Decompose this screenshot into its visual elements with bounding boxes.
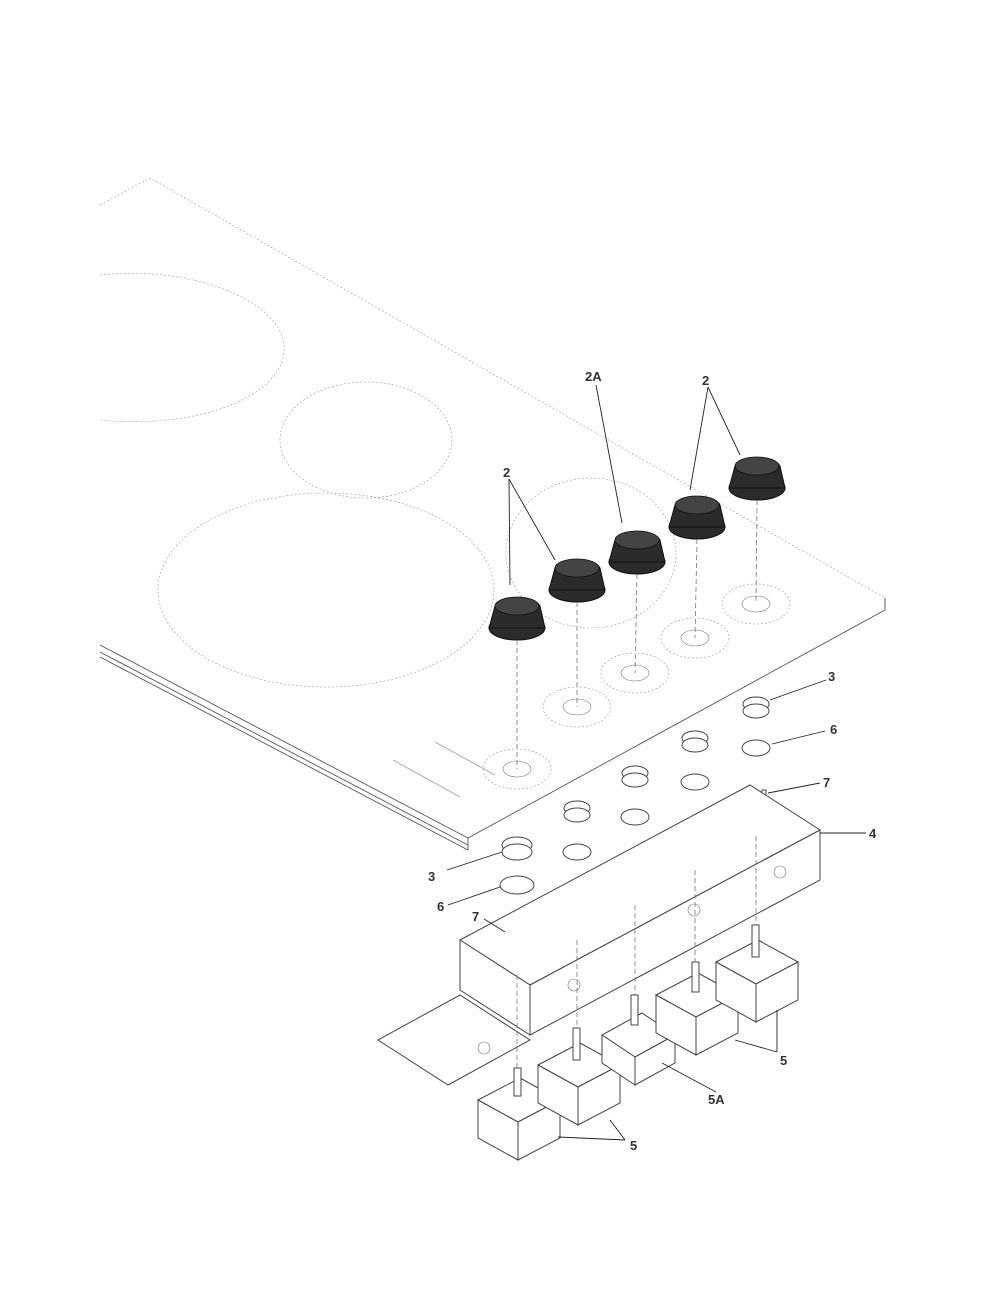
- callout-labels: 2 2A 2 3 6 7 4 3 6 7 5 5A 5: [428, 369, 877, 1153]
- knob-3: [668, 495, 726, 540]
- knob-2a: [608, 530, 666, 575]
- callout-7-right: 7: [823, 775, 830, 790]
- knob-1: [488, 596, 546, 641]
- callout-3-right: 3: [828, 669, 835, 684]
- knob-alignment-lines: [516, 499, 758, 769]
- callout-4: 4: [869, 826, 877, 841]
- callout-2-left: 2: [503, 465, 510, 480]
- callout-5a: 5A: [708, 1092, 725, 1107]
- cooktop-glass: [99, 177, 886, 851]
- callout-5-right: 5: [780, 1053, 787, 1068]
- switch-4: [714, 924, 800, 1023]
- knob-2: [548, 558, 606, 603]
- switch-3: [654, 961, 740, 1056]
- knob-4: [728, 456, 786, 501]
- callout-6-left: 6: [437, 899, 444, 914]
- callout-2a: 2A: [585, 369, 602, 384]
- switch-2: [536, 1027, 622, 1126]
- leader-lines: [446, 384, 866, 1141]
- switch-alignment-lines: [516, 836, 757, 1068]
- callout-5-left: 5: [630, 1138, 637, 1153]
- control-bracket: [377, 784, 821, 1086]
- callout-2-right: 2: [702, 373, 709, 388]
- callout-3-left: 3: [428, 869, 435, 884]
- callout-6-right: 6: [830, 722, 837, 737]
- burner-rings: [99, 272, 677, 688]
- clips: [499, 739, 771, 895]
- bezels: [501, 696, 770, 861]
- callout-7-left: 7: [472, 909, 479, 924]
